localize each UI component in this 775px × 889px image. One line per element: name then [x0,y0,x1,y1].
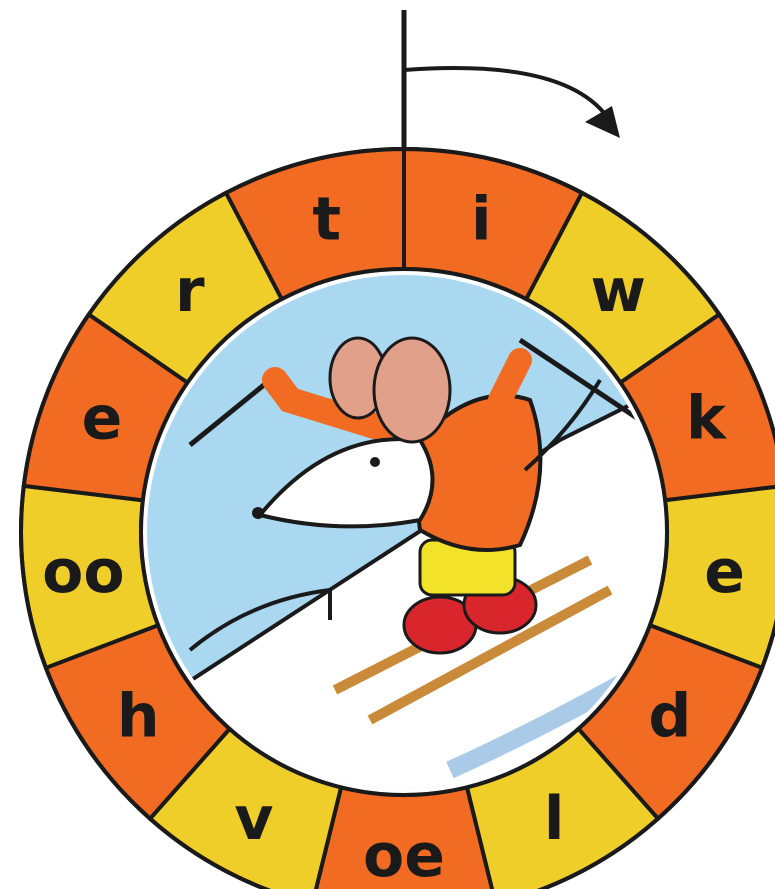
wheel-segment-label: e [82,383,123,453]
rotation-arrow-icon [404,68,620,138]
wheel-segment-label: k [686,383,728,453]
wheel-segment-label: l [544,784,565,854]
wheel-segment-label: e [704,537,745,607]
wheel-segment-label: v [234,784,273,854]
wheel-segment-label: d [648,681,691,751]
wheel-segment-label: oo [42,537,124,607]
mouse-eye [370,457,380,467]
wheel-segment-label: r [175,256,205,326]
mouse-nose [252,507,264,519]
wheel-segment-label: h [117,681,160,751]
wheel-segment-label: t [312,184,341,254]
wheel-segment-label: i [471,184,492,254]
wheel-segment-label: oe [363,821,445,889]
mouse-ear-front [374,338,450,442]
wheel-segment-label: w [590,256,645,326]
